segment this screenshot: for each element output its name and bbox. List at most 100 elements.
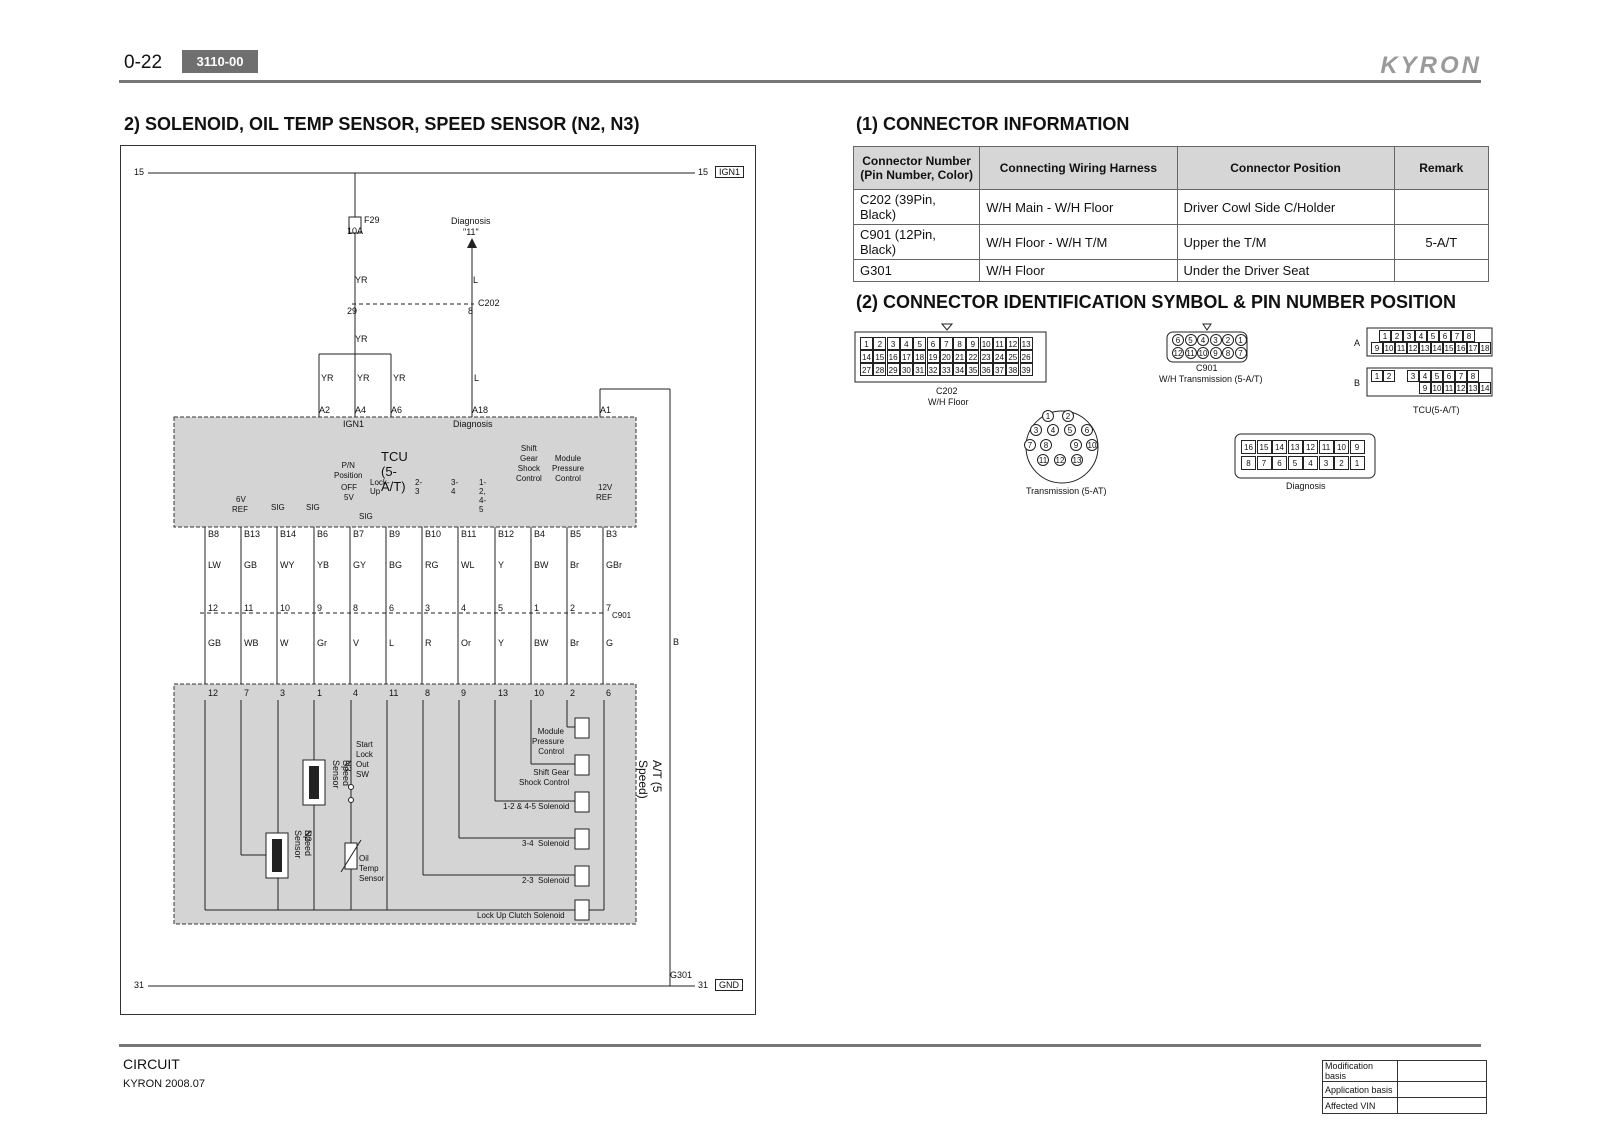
transmission-pin: 9 xyxy=(1070,439,1082,451)
tcu-ref-label: REF xyxy=(232,505,248,514)
tcu-12v-label: 12V xyxy=(598,483,613,492)
connector-info-table: Connector Number (Pin Number, Color) Con… xyxy=(852,146,1490,282)
wire-color-label: WY xyxy=(280,560,295,570)
tcu-pin: A2 xyxy=(319,405,331,415)
tcu-pin: 2 xyxy=(1391,330,1403,342)
diagnosis-pin: 11 xyxy=(1318,440,1334,454)
wire-color-label: BW xyxy=(534,560,549,570)
tcu-title: TCU (5-A/T) xyxy=(381,449,408,494)
tcu-shift-shock-label: Shift Gear Shock Control xyxy=(516,444,542,483)
diagnosis-code: "11" xyxy=(463,227,479,237)
ground-g301-label: G301 xyxy=(670,970,693,980)
connector-info-title: (1) CONNECTOR INFORMATION xyxy=(856,114,1130,134)
tcu-diagnosis-label: Diagnosis xyxy=(453,419,493,429)
c901-label: C901 xyxy=(612,611,632,620)
c202-pin: 19 xyxy=(926,350,940,363)
wire-color-label: Gr xyxy=(317,638,327,648)
wire-color-label: YR xyxy=(357,373,370,383)
table-cell: Upper the T/M xyxy=(1176,224,1395,260)
diagnosis-pin: 1 xyxy=(1349,456,1365,470)
table-cell xyxy=(1397,1060,1487,1082)
wire-color-label: BG xyxy=(389,560,403,570)
wire-color-label: Or xyxy=(461,638,471,648)
transmission-pin: 12 xyxy=(1054,454,1066,466)
c202-pin: 38 xyxy=(1006,363,1020,376)
tcu-pin: B11 xyxy=(461,529,477,539)
c901-pin: 5 xyxy=(498,603,504,613)
tcu-solenoid-label: 1-2, 4-5 xyxy=(479,478,487,514)
tcu-ign1-label: IGN1 xyxy=(343,419,365,429)
c202-pin: 39 xyxy=(1019,363,1033,376)
tcu-pin: 12 xyxy=(1407,342,1419,354)
wire-color-label: RG xyxy=(425,560,439,570)
diagnosis-pin: 16 xyxy=(1241,440,1256,454)
tcu-ref-label: REF xyxy=(596,493,612,502)
c901-pin: 9 xyxy=(1209,347,1222,359)
c901-connector-harness: W/H Transmission (5-A/T) xyxy=(1159,374,1263,384)
wire-color-label: B xyxy=(673,637,680,647)
c202-pin: 1 xyxy=(860,337,873,350)
c901-pin: 2 xyxy=(1222,334,1234,346)
c202-pin: 34 xyxy=(953,363,967,376)
c901-pin: 7 xyxy=(606,603,612,613)
c202-pin: 2 xyxy=(873,337,887,350)
wire-color-label: R xyxy=(425,638,432,648)
tcu-pin: 15 xyxy=(1443,342,1455,354)
tcu-pin: 8 xyxy=(1467,370,1479,382)
tcu-pin: 13 xyxy=(1467,382,1479,394)
c202-pin: 29 xyxy=(347,306,358,316)
at-unit-pin: 13 xyxy=(498,688,509,698)
wire-color-label: L xyxy=(474,373,480,383)
transmission-pin: 4 xyxy=(1047,424,1059,436)
table-cell: Application basis xyxy=(1322,1081,1398,1098)
c202-pin: 12 xyxy=(1006,337,1020,350)
c202-pin: 11 xyxy=(993,337,1006,350)
page-number: 0-22 xyxy=(124,52,163,73)
tcu-pin: 14 xyxy=(1479,382,1491,394)
c202-pin: 13 xyxy=(1019,337,1033,350)
at-unit-pin: 12 xyxy=(208,688,219,698)
table-cell xyxy=(1393,259,1490,282)
at-unit-pin: 3 xyxy=(280,688,286,698)
solenoid-label: 3-4 Solenoid xyxy=(522,839,570,848)
wire-color-label: YR xyxy=(355,334,368,344)
table-row: C202 (39Pin, Black) W/H Main - W/H Floor… xyxy=(852,189,1490,225)
header-divider xyxy=(119,80,1481,83)
footer-model: KYRON 2008.07 xyxy=(123,1078,205,1090)
tcu-pin: 12 xyxy=(1455,382,1467,394)
tcu-solenoid-label: 2-3 xyxy=(415,478,423,496)
table-header: Remark xyxy=(1393,146,1490,190)
tcu-5v-label: 5V xyxy=(344,493,354,502)
tcu-pin: A1 xyxy=(600,405,612,415)
wire-color-label: YR xyxy=(355,275,368,285)
c901-pin: 9 xyxy=(317,603,323,613)
transmission-pin: 8 xyxy=(1040,439,1052,451)
c901-pin: 8 xyxy=(1222,347,1234,359)
tcu-pin: 5 xyxy=(1427,330,1439,342)
table-header: Connecting Wiring Harness xyxy=(979,146,1178,190)
rail-top-left-label: 15 xyxy=(134,167,145,177)
tcu-sig-small: SIG xyxy=(359,512,373,521)
c202-pin: 20 xyxy=(939,350,953,363)
c901-pin: 12 xyxy=(208,603,219,613)
tcu-6v-label: 6V xyxy=(236,495,246,504)
tcu-pin: B10 xyxy=(425,529,442,539)
tcu-pin: 6 xyxy=(1439,330,1451,342)
tcu-pn-label: P/N Position xyxy=(334,461,363,480)
c202-pin: 28 xyxy=(873,363,887,376)
tcu-pin: 4 xyxy=(1419,370,1431,382)
table-header: Connector Position xyxy=(1176,146,1395,190)
tcu-pin: 10 xyxy=(1383,342,1395,354)
tcu-pin: A6 xyxy=(391,405,403,415)
c202-pin: 7 xyxy=(939,337,953,350)
tcu-pin: B5 xyxy=(570,529,582,539)
solenoid-label: 2-3 Solenoid xyxy=(522,876,570,885)
c202-pin: 8 xyxy=(953,337,967,350)
gnd-tag: GND xyxy=(715,979,743,991)
tcu-pin: B9 xyxy=(389,529,401,539)
c202-pin: 10 xyxy=(979,337,993,350)
tcu-row-a-label: A xyxy=(1354,338,1361,348)
wire-color-label: W xyxy=(280,638,289,648)
wire-color-label: WB xyxy=(244,638,259,648)
